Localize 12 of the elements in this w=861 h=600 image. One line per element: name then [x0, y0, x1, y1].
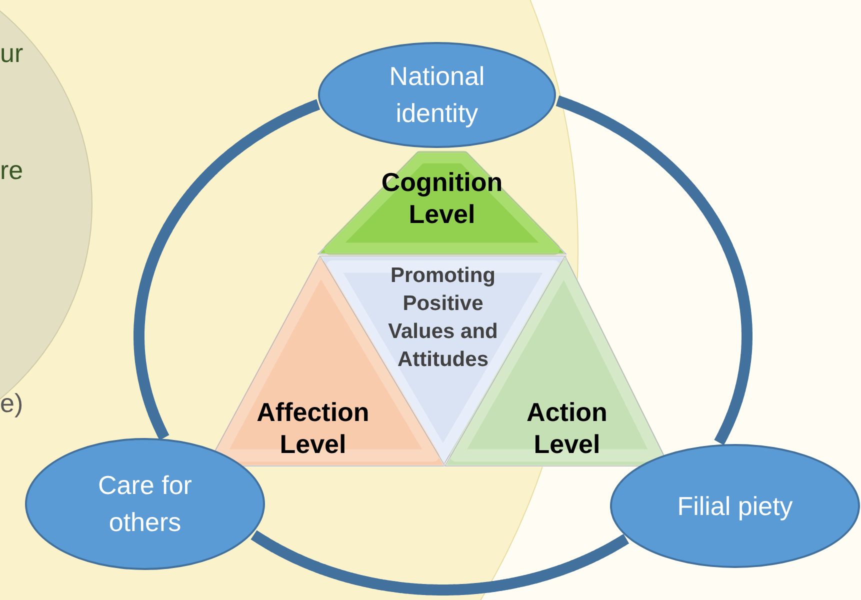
- triangle-label: Cognition Level: [380, 166, 504, 230]
- triangle-label: Action Level: [526, 396, 608, 460]
- triangle-label: Affection Level: [256, 396, 370, 460]
- cut-off-text: ur: [0, 38, 24, 68]
- node-label: National identity: [388, 60, 486, 130]
- ring-arc: [554, 96, 752, 447]
- cut-off-text: e): [0, 388, 24, 418]
- triangle-label: Promoting Positive Values and Attitudes: [387, 263, 499, 373]
- cut-off-text: re: [0, 155, 24, 185]
- ring-arc: [250, 530, 631, 596]
- node-label: Care for others: [97, 469, 193, 539]
- node-label: Filial piety: [677, 490, 793, 522]
